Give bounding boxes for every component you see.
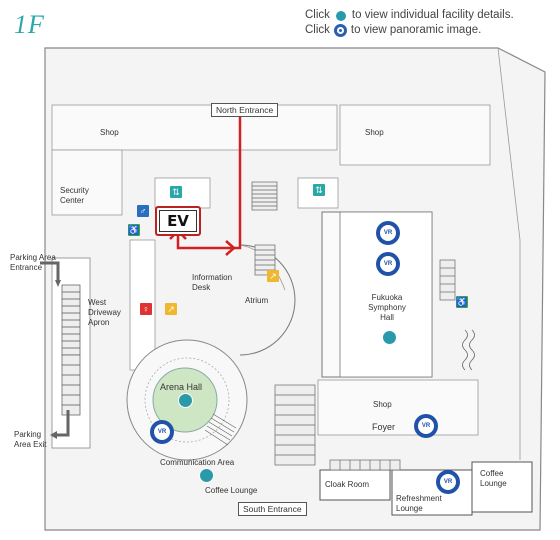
shop-label: Shop (100, 128, 119, 137)
floor-label: 1F (14, 10, 45, 39)
legend-panoramic-text: to view panoramic image. (350, 24, 482, 36)
elevator-icon: ⇅ (313, 184, 325, 196)
communication-area-label: Communication Area (160, 458, 235, 467)
vr-panorama-button[interactable]: VR (376, 221, 400, 245)
escalator-icon: ↗ (165, 303, 177, 315)
legend-click-label: Click (305, 24, 330, 36)
refreshment-lounge-label: Refreshment Lounge (396, 494, 442, 513)
arena-hall-label: Arena Hall (160, 382, 203, 392)
north-entrance-label: North Entrance (211, 103, 279, 117)
information-desk-label: Information Desk (192, 273, 233, 292)
cloak-room-label: Cloak Room (325, 480, 370, 489)
symphony-hall-label: Fukuoka Symphony Hall (368, 293, 406, 322)
vr-label: VR (383, 261, 393, 267)
elevator-marker[interactable]: EV (155, 206, 201, 236)
shop-label: Shop (365, 128, 384, 137)
elevator-icon: ⇅ (170, 186, 182, 198)
communication-area-hotspot[interactable] (199, 468, 214, 483)
vr-label: VR (421, 423, 431, 429)
restroom-icon: ♀ (140, 303, 152, 315)
escalator-icon: ↗ (267, 270, 279, 282)
shop-label: Shop (373, 400, 392, 409)
hotspot-legend-icon (335, 10, 346, 21)
legend: Click to view individual facility detail… (305, 8, 514, 38)
coffee-lounge-label: Coffee Lounge (480, 469, 507, 488)
south-entrance-label: South Entrance (238, 502, 307, 516)
parking-entrance-label: Parking Area Entrance (10, 253, 56, 272)
legend-details-text: to view individual facility details. (351, 9, 514, 21)
vr-label: VR (157, 429, 167, 435)
route-path (176, 116, 242, 250)
security-center-label: Security Center (60, 186, 89, 205)
vr-panorama-button[interactable]: VR (376, 252, 400, 276)
symphony-hall-hotspot[interactable] (382, 330, 397, 345)
accessible-icon: ♿ (128, 224, 140, 236)
legend-click-label: Click (305, 9, 330, 21)
restroom-icon: ♂ (137, 205, 149, 217)
vr-legend-icon (333, 24, 347, 37)
arena-hall-hotspot[interactable] (178, 393, 193, 408)
foyer-label: Foyer (372, 422, 396, 432)
atrium-label: Atrium (245, 296, 269, 305)
vr-panorama-button[interactable]: VR (436, 470, 460, 494)
parking-exit-label: Parking Area Exit (14, 430, 47, 449)
vr-panorama-button[interactable]: VR (414, 414, 438, 438)
route-arrow (225, 240, 236, 256)
vr-label: VR (443, 479, 453, 485)
west-driveway-label: West Driveway Apron (88, 298, 121, 327)
coffee-lounge-label: Coffee Lounge (205, 486, 258, 495)
accessible-icon: ♿ (456, 296, 468, 308)
vr-panorama-button[interactable]: VR (150, 420, 174, 444)
vr-label: VR (383, 230, 393, 236)
